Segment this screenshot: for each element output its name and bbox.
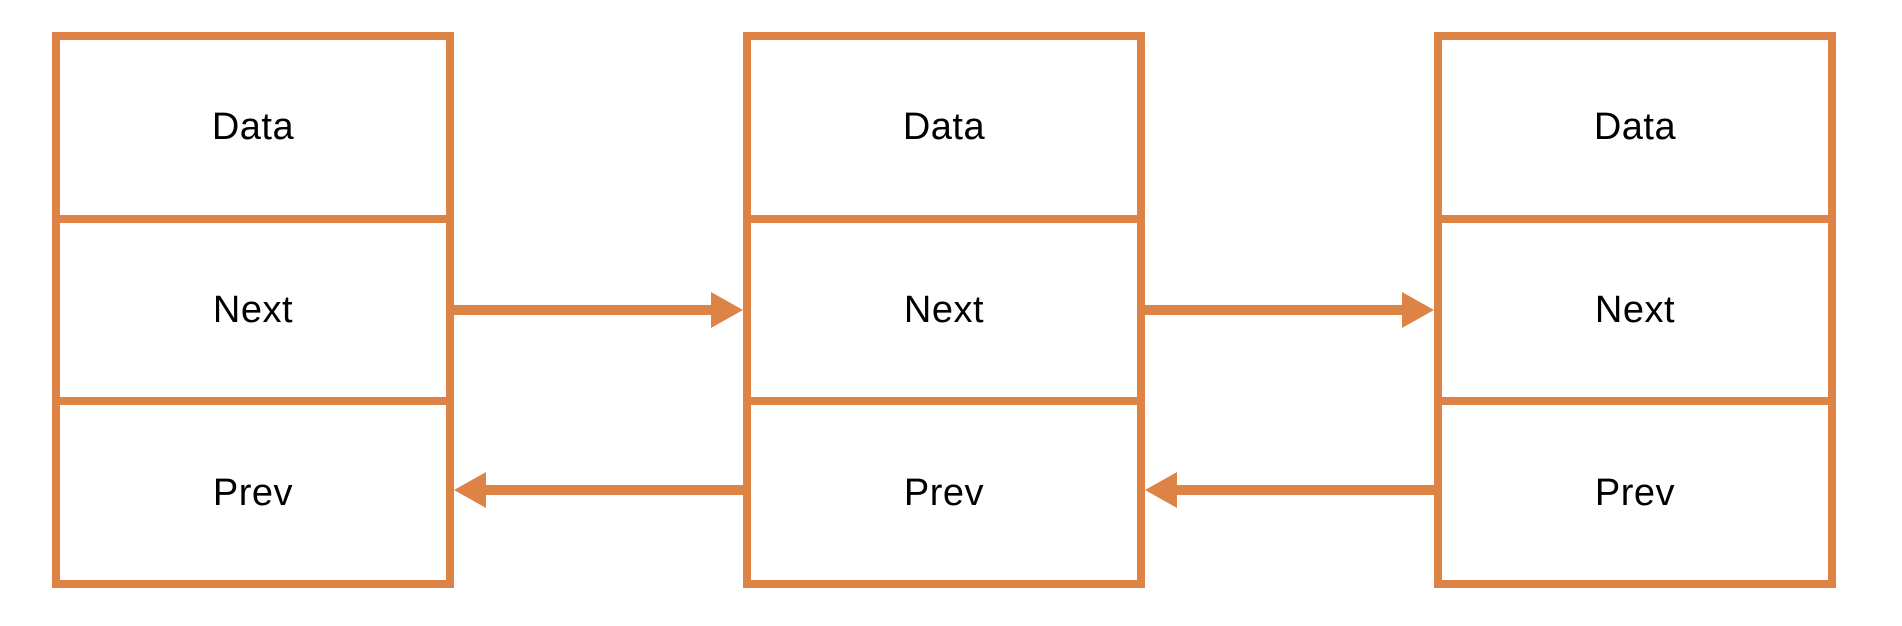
data-cell-label: Data [211, 106, 295, 149]
prev-cell-label: Prev [212, 471, 294, 514]
node-2-data-cell: Data [751, 40, 1137, 223]
node-3-prev-cell: Prev [1442, 405, 1828, 580]
arrow-shaft [1145, 305, 1408, 315]
arrow-shaft [1171, 485, 1434, 495]
next-cell-label: Next [1594, 289, 1676, 331]
list-node-1: Data Next Prev [52, 32, 454, 588]
node-3-data-cell: Data [1442, 40, 1828, 223]
next-cell-label: Next [212, 289, 294, 331]
arrow-head-right-icon [1402, 292, 1434, 328]
next-cell-label: Next [903, 289, 985, 331]
node-3-next-cell: Next [1442, 223, 1828, 406]
arrow-head-left-icon [454, 472, 486, 508]
prev-pointer-arrow [1145, 472, 1434, 508]
node-1-prev-cell: Prev [60, 405, 446, 580]
list-node-2: Data Next Prev [743, 32, 1145, 588]
arrow-shaft [454, 305, 717, 315]
next-pointer-arrow [1145, 292, 1434, 328]
prev-cell-label: Prev [903, 471, 985, 514]
next-pointer-arrow [454, 292, 743, 328]
data-cell-label: Data [1593, 106, 1677, 149]
arrow-head-left-icon [1145, 472, 1177, 508]
node-2-next-cell: Next [751, 223, 1137, 406]
data-cell-label: Data [902, 106, 986, 149]
prev-cell-label: Prev [1594, 471, 1676, 514]
node-2-prev-cell: Prev [751, 405, 1137, 580]
prev-pointer-arrow [454, 472, 743, 508]
arrow-shaft [480, 485, 743, 495]
list-node-3: Data Next Prev [1434, 32, 1836, 588]
node-1-next-cell: Next [60, 223, 446, 406]
arrow-head-right-icon [711, 292, 743, 328]
node-1-data-cell: Data [60, 40, 446, 223]
